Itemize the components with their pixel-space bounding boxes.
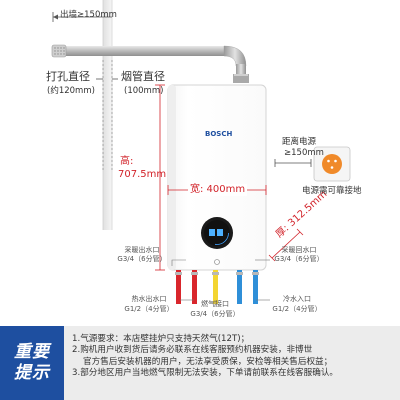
notes-title-block: 重要 提示 [0, 326, 64, 400]
diagram-drawing [51, 0, 351, 306]
depth-dimension [268, 228, 304, 262]
heating-return-label: 采暖回水口 [281, 246, 317, 254]
hot-water-out-spec: G1/2（4分管） [124, 305, 174, 313]
flue-diameter-value: (100mm) [124, 86, 164, 96]
flue-diameter-label: 烟管直径 [121, 70, 165, 83]
heating-out-spec: G3/4（6分管） [117, 255, 167, 263]
note-line: 官方售后安装机器的用户，无法享受质保，安检等相关售后权益； [83, 356, 333, 367]
hot-water-out-label: 热水出水口 [131, 295, 167, 303]
installation-diagram: 出墙≥150mm 打孔直径 (约120mm) 烟管直径 (100mm) 高: 7… [46, 0, 362, 318]
heating-out-label: 采暖出水口 [124, 246, 160, 254]
notes-list: 1.气源要求：本店壁挂炉只支持天然气(12T)； 2.购机用户收到货后请务必联系… [72, 334, 394, 380]
power-distance-value: ≥150mm [284, 148, 324, 158]
notes-title-line2: 提示 [14, 363, 50, 383]
cold-water-in-label: 冷水入口 [283, 295, 311, 303]
gas-inlet-label: 燃气接口 [201, 300, 229, 308]
heating-return-spec: G3/4（6分管） [274, 255, 324, 263]
gas-inlet-spec: G3/4（6分管） [190, 310, 240, 318]
note-line: 3.部分地区用户当地燃气限制无法安装，下单请前联系在线客服确认。 [72, 368, 339, 379]
flue-pipe [51, 44, 249, 83]
power-ground-label: 电源需可靠接地 [302, 186, 362, 196]
height-value: 707.5mm [118, 169, 167, 180]
cold-water-in-spec: G1/2（4分管） [272, 305, 322, 313]
power-distance-label: 距离电源 [282, 137, 317, 147]
height-label: 高: [120, 156, 134, 167]
wall-out-dimension [52, 12, 112, 22]
callout-lines [171, 259, 270, 306]
notes-title-line1: 重要 [14, 342, 50, 362]
note-line: 2.购机用户收到货后请务必联系在线客服预约机器安装，非博世 [72, 345, 313, 356]
important-notes-panel: 重要 提示 1.气源要求：本店壁挂炉只支持天然气(12T)； 2.购机用户收到货… [0, 326, 400, 400]
wall-out-label: 出墙≥150mm [60, 10, 117, 20]
boiler-body [167, 84, 267, 271]
note-line: 1.气源要求：本店壁挂炉只支持天然气(12T)； [72, 334, 250, 344]
brand-logo: BOSCH [205, 130, 233, 138]
wall [102, 0, 113, 230]
power-distance-dimension [274, 159, 312, 167]
width-label: 宽: 400mm [188, 184, 248, 196]
connection-pipes [175, 270, 259, 304]
power-socket [313, 146, 351, 182]
height-dimension [155, 84, 165, 271]
hole-diameter-value: (约120mm) [47, 86, 95, 96]
hole-diameter-label: 打孔直径 [46, 70, 90, 83]
